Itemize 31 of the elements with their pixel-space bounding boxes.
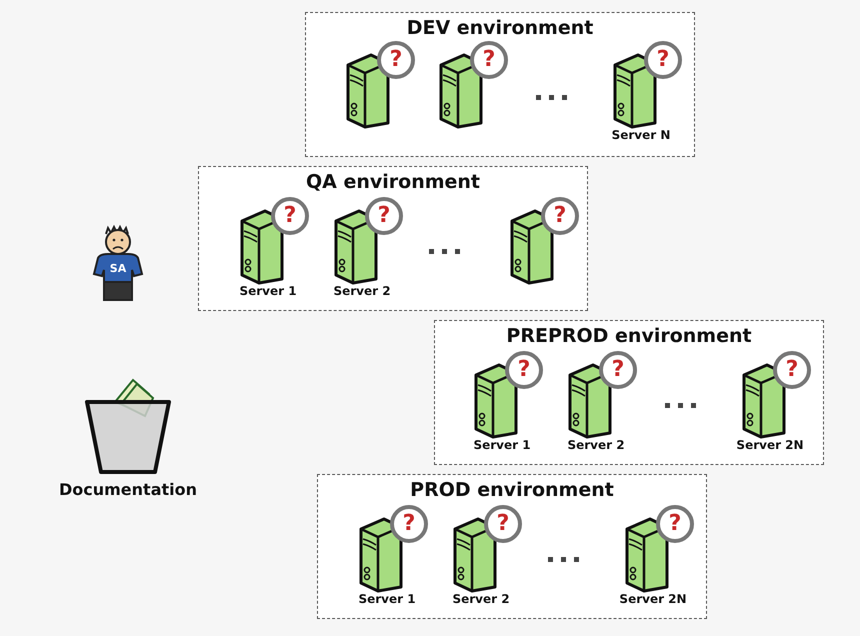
shirt-label: SA — [110, 262, 126, 275]
question-badge: ? — [505, 351, 543, 389]
environment-panel — [305, 12, 695, 157]
environment-panel — [317, 474, 707, 619]
question-badge: ? — [644, 41, 682, 79]
question-badge: ? — [271, 197, 309, 235]
server-label: Server 1 — [473, 438, 531, 452]
server-label: Server 2N — [619, 592, 687, 606]
question-badge: ? — [599, 351, 637, 389]
server-label: Server 2 — [333, 284, 391, 298]
server-label: Server 2 — [567, 438, 625, 452]
question-badge: ? — [484, 505, 522, 543]
caption-text: Documentation — [58, 480, 198, 499]
environment-panel — [434, 320, 824, 465]
question-badge: ? — [390, 505, 428, 543]
panel-title: DEV environment — [406, 17, 594, 39]
environment-panel — [198, 166, 588, 311]
panel-title: QA environment — [306, 171, 480, 193]
panel-title: PROD environment — [410, 479, 614, 501]
server-label: Server 2 — [452, 592, 510, 606]
server-label: Server 1 — [358, 592, 416, 606]
question-badge: ? — [773, 351, 811, 389]
question-badge: ? — [656, 505, 694, 543]
server-label: Server N — [612, 128, 670, 142]
question-badge: ? — [470, 41, 508, 79]
server-label: Server 1 — [239, 284, 297, 298]
question-badge: ? — [365, 197, 403, 235]
panel-title: PREPROD environment — [506, 325, 752, 347]
question-badge: ? — [377, 41, 415, 79]
server-label: Server 2N — [736, 438, 804, 452]
question-badge: ? — [541, 197, 579, 235]
